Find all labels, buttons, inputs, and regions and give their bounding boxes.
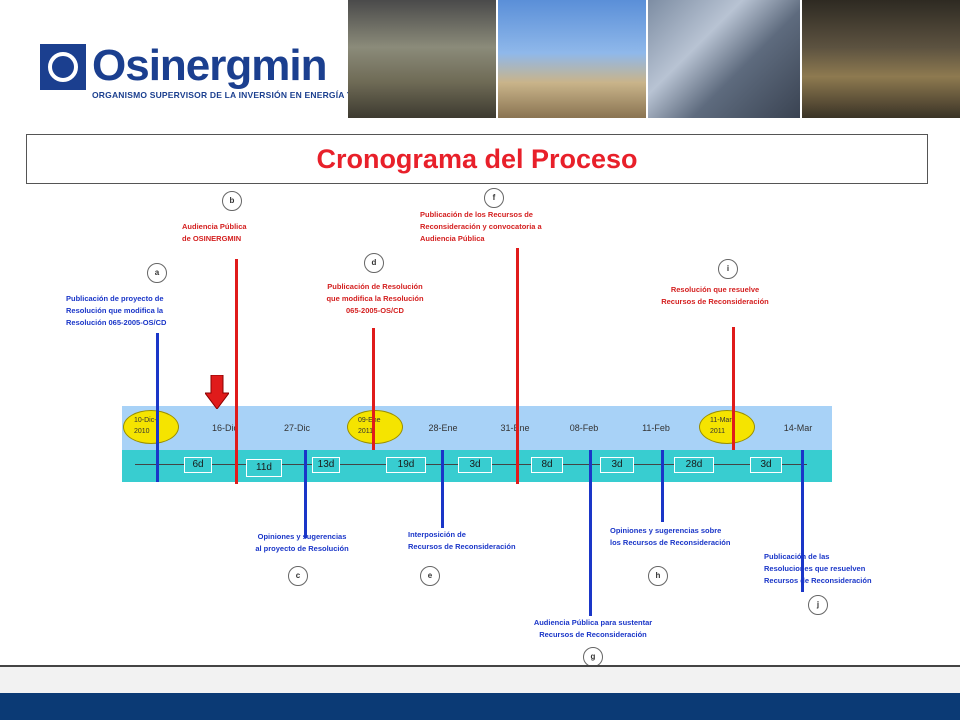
date-label: 16-Dic: [211, 423, 238, 433]
duration-box: 3d: [458, 457, 492, 473]
logo-name: Osinergmin: [92, 41, 327, 90]
event-description-line: Audiencia Pública: [420, 234, 485, 243]
event-description-line: Resolución que modifica la: [66, 306, 164, 315]
date-label: 14-Mar: [783, 423, 813, 433]
footer-strip: [0, 667, 960, 693]
event-marker-line: [732, 327, 735, 450]
event-id-circle: j: [808, 595, 828, 615]
date-label: 11-Feb: [642, 423, 670, 433]
event-description-line: al proyecto de Resolución: [255, 544, 349, 553]
date-label: 10-Dic-: [134, 417, 157, 424]
event-id-circle: a: [147, 263, 167, 283]
duration-box: 28d: [674, 457, 714, 473]
date-label: 31-Ene: [500, 423, 530, 433]
event-description-line: Audiencia Pública: [182, 222, 247, 231]
event-description-line: que modifica la Resolución: [326, 294, 424, 303]
date-label: 09-Ene: [358, 417, 381, 424]
date-year: 2011: [710, 428, 726, 435]
date-label: 28-Ene: [428, 423, 458, 433]
event-description-line: los Recursos de Reconsideración: [610, 538, 731, 547]
event-id-circle: h: [648, 566, 668, 586]
footer-divider: [0, 665, 960, 667]
duration-box: 8d: [531, 457, 563, 473]
event-description: Audiencia Pública de OSINERGMIN: [182, 221, 247, 245]
footer-bar: [0, 693, 960, 720]
event-id-circle: c: [288, 566, 308, 586]
duration-box: 3d: [600, 457, 634, 473]
event-marker-line: [441, 450, 444, 528]
date-year: 2011: [358, 428, 374, 435]
event-marker-line: [304, 450, 307, 538]
event-description-line: Publicación de Resolución: [327, 282, 423, 291]
event-marker-line: [801, 450, 804, 592]
power-lines-photo: [348, 0, 496, 118]
event-description-line: Resoluciones que resuelven: [764, 564, 866, 573]
event-description-line: Reconsideración y convocatoria a: [420, 222, 542, 231]
pipeline-welding-photo: [648, 0, 800, 118]
event-marker-line: [235, 259, 238, 484]
event-description-line: Opiniones y sugerencias sobre: [610, 526, 722, 535]
duration-box: 11d: [246, 459, 282, 477]
logo-ring-icon: [48, 52, 78, 82]
event-description-line: Resolución que resuelve: [670, 285, 760, 294]
event-description-line: Recursos de Reconsideración: [539, 630, 647, 639]
highlighted-date: 10-Dic- 2010: [123, 410, 179, 444]
event-description-line: de OSINERGMIN: [182, 234, 242, 243]
date-label: 27-Dic: [283, 423, 310, 433]
event-description-line: Publicación de los Recursos de: [420, 210, 533, 219]
event-marker-line: [661, 450, 664, 522]
event-description: Publicación de proyecto de Resolución que…: [66, 293, 166, 329]
event-description-line: Recursos de Reconsideración: [764, 576, 872, 585]
duration-box: 19d: [386, 457, 426, 473]
date-label: 11-Mar: [710, 417, 732, 424]
event-description-line: Publicación de proyecto de: [66, 294, 164, 303]
event-id-circle: f: [484, 188, 504, 208]
event-description: Opiniones y sugerencias sobre los Recurso…: [610, 525, 730, 549]
event-marker-line: [516, 248, 519, 484]
highlighted-date: 11-Mar 2011: [699, 410, 755, 444]
header: Osinergmin ORGANISMO SUPERVISOR DE LA IN…: [0, 0, 960, 120]
date-label: 08-Feb: [569, 423, 599, 433]
event-description: Opiniones y sugerencias al proyecto de Re…: [218, 531, 386, 555]
title-box: [26, 134, 928, 184]
event-marker-line: [589, 450, 592, 616]
event-description-line: Recursos de Reconsideración: [661, 297, 769, 306]
event-description-line: Resolución 065-2005-OS/CD: [66, 318, 167, 327]
event-id-circle: g: [583, 647, 603, 667]
event-description: Publicación de los Recursos de Reconsider…: [420, 209, 542, 245]
page-title: Cronograma del Proceso: [316, 144, 638, 174]
highlighted-date: 09-Ene 2011: [347, 410, 403, 444]
event-description: Publicación de Resolución que modifica la…: [300, 281, 450, 317]
event-description-line: Interposición de: [408, 530, 466, 539]
event-description-line: Opiniones y sugerencias: [257, 532, 347, 541]
event-description: Interposición de Recursos de Reconsiderac…: [408, 529, 516, 553]
event-description-line: 065-2005-OS/CD: [346, 306, 404, 315]
event-description-line: Recursos de Reconsideración: [408, 542, 516, 551]
date-year: 2010: [134, 428, 150, 435]
event-id-circle: b: [222, 191, 242, 211]
drilling-rig-photo: [498, 0, 646, 118]
current-position-arrow-icon: [205, 375, 229, 409]
duration-box: 3d: [750, 457, 782, 473]
duration-box: 13d: [312, 457, 340, 473]
event-marker-line: [156, 333, 159, 482]
duration-box: 6d: [184, 457, 212, 473]
event-id-circle: e: [420, 566, 440, 586]
logo-subtitle: ORGANISMO SUPERVISOR DE LA INVERSIÓN EN …: [92, 90, 393, 100]
event-id-circle: i: [718, 259, 738, 279]
event-description-line: Publicación de las: [764, 552, 830, 561]
event-marker-line: [372, 328, 375, 450]
event-description-line: Audiencia Pública para sustentar: [533, 618, 653, 627]
mine-tunnel-photo: [802, 0, 960, 118]
event-id-circle: d: [364, 253, 384, 273]
